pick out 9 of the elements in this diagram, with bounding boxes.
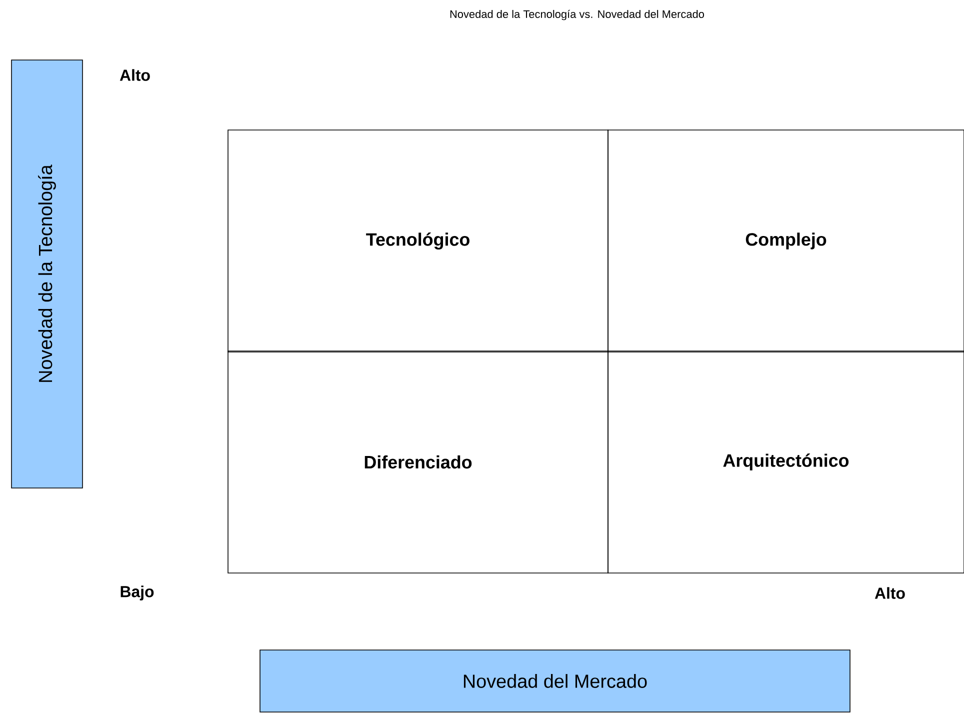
quadrant-cell: Complejo: [608, 130, 964, 352]
axis-label-box: Novedad de la Tecnología: [11, 60, 83, 488]
axis-label-box: Novedad del Mercado: [260, 650, 850, 712]
chart-title: Novedad de la Tecnología vs. Novedad del Mercado: [450, 10, 704, 20]
quadrant-cell: Tecnológico: [228, 130, 608, 352]
quadrant-cell: Arquitectónico: [608, 350, 964, 574]
axis-end-label: Alto: [120, 69, 150, 81]
quadrant-cell: Diferenciado: [228, 350, 608, 574]
axis-end-label: Bajo: [120, 586, 154, 600]
